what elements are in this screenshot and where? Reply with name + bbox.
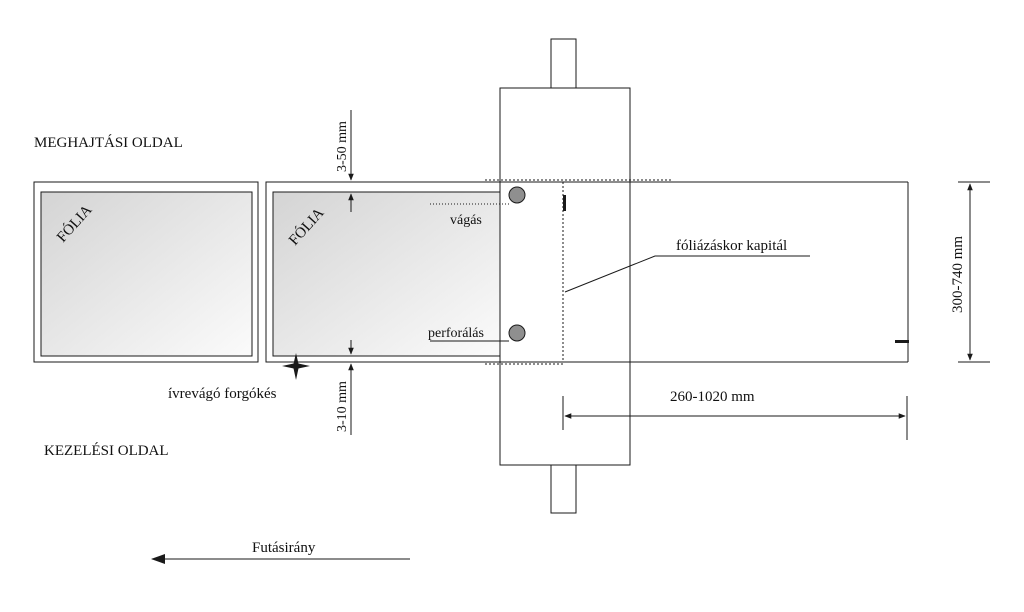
length-range-label: 260-1020 mm (670, 389, 755, 405)
cut-label: vágás (450, 213, 482, 228)
foil-2 (272, 191, 501, 357)
bottom-margin-label: 3-10 mm (335, 381, 350, 432)
operator-side-label: KEZELÉSI OLDAL (44, 442, 169, 459)
drive-side-label: MEGHAJTÁSI OLDAL (34, 134, 183, 151)
perforation-hole-icon (508, 324, 526, 342)
roller-drum (499, 87, 631, 466)
perforation-label: perforálás (428, 326, 484, 341)
cut-hole-icon (508, 186, 526, 204)
sheet-end-mark (895, 340, 909, 343)
headband-leader (564, 255, 810, 293)
foil-1 (40, 191, 253, 357)
direction-label: Futásirány (252, 540, 316, 556)
cut-mark (563, 195, 566, 211)
roller-shaft-top (550, 38, 577, 89)
roller-shaft-bottom (550, 464, 577, 514)
width-range-label: 300-740 mm (950, 236, 966, 313)
headband-label: fóliázáskor kapitál (676, 238, 787, 254)
rotary-knife-label: ívrevágó forgókés (168, 386, 277, 402)
top-margin-label: 3-50 mm (335, 121, 350, 172)
rotary-knife-icon (282, 353, 310, 380)
